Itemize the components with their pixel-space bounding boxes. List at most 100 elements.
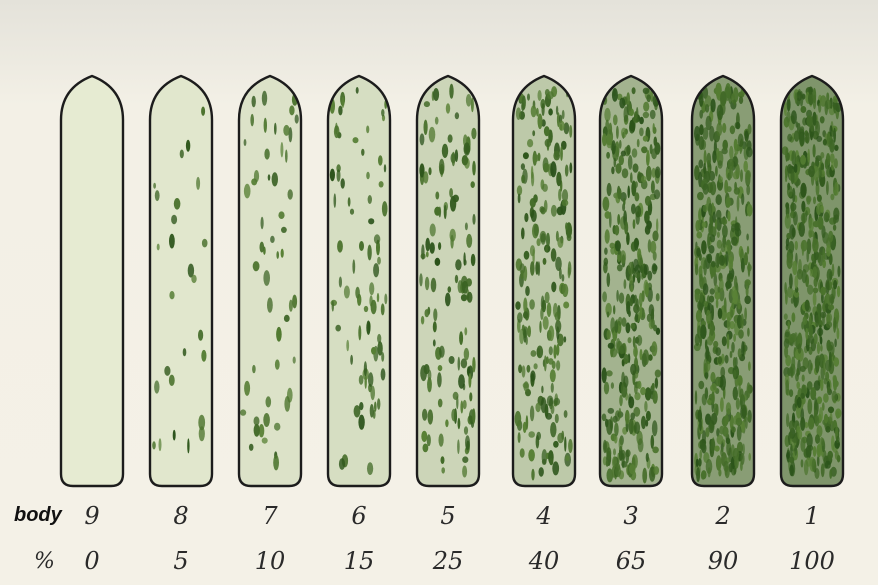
lesion-spot [617, 214, 620, 225]
lesion-spot [562, 284, 568, 297]
lesion-spot [832, 391, 838, 403]
lesion-spot [826, 92, 829, 101]
lesion-spot [426, 251, 429, 257]
lesion-spot [617, 264, 623, 271]
lesion-spot [371, 347, 376, 355]
lesion-spot [540, 308, 543, 320]
lesion-spot [171, 215, 177, 224]
body-score-3: 3 [591, 502, 671, 530]
lesion-spot [433, 88, 439, 101]
lesion-spot [472, 214, 475, 225]
lesion-spot [467, 292, 473, 303]
lesion-spot [366, 125, 369, 133]
lesion-spot [626, 301, 630, 314]
lesion-spot [557, 207, 564, 216]
lesion-spot [806, 115, 812, 127]
lesion-spot [270, 236, 275, 243]
lesion-spot [746, 234, 749, 241]
lesion-spot [621, 128, 627, 138]
lesion-spot [602, 414, 607, 422]
lesion-spot [626, 322, 631, 333]
lesion-spot [717, 105, 724, 121]
lesion-spot [807, 381, 813, 390]
lesion-spot [628, 155, 633, 170]
lesion-spot [550, 161, 556, 177]
lesion-spot [273, 455, 279, 471]
lesion-spot [526, 415, 529, 429]
lesion-spot [787, 164, 792, 174]
lesion-spot [366, 172, 370, 179]
lesion-spot [547, 302, 552, 317]
percent-value-15: 15 [319, 547, 399, 575]
lesion-spot [617, 188, 621, 200]
lesion-spot [274, 123, 277, 135]
lesion-spot [803, 316, 808, 325]
lesion-spot [799, 131, 805, 147]
lesion-spot [629, 275, 633, 285]
lesion-spot [651, 341, 657, 356]
lesion-spot [554, 398, 561, 406]
lesion-spot [745, 279, 751, 286]
lesion-spot [438, 365, 443, 371]
lesion-spot [800, 393, 804, 399]
leaf-row [0, 0, 878, 500]
lesion-spot [284, 315, 290, 322]
lesion-spot [643, 312, 646, 318]
lesion-spot [700, 325, 706, 340]
lesion-spot [334, 193, 337, 207]
lesion-spot [381, 109, 384, 117]
lesion-spot [738, 134, 744, 147]
lesion-spot [737, 196, 740, 212]
lesion-spot [164, 366, 170, 376]
lesion-spot [794, 275, 798, 289]
lesion-spot [808, 166, 815, 178]
lesion-spot [731, 342, 735, 353]
lesion-spot [437, 372, 442, 387]
lesion-spot [701, 240, 707, 254]
lesion-spot [820, 116, 825, 123]
lesion-spot [523, 152, 529, 159]
lesion-spot [789, 465, 794, 476]
lesion-spot [733, 357, 736, 368]
lesion-spot [722, 123, 726, 133]
lesion-spot [802, 269, 807, 283]
lesion-spot [740, 169, 743, 182]
lesion-spot [613, 448, 616, 455]
lesion-spot [722, 427, 728, 437]
lesion-spot [820, 152, 824, 159]
lesion-spot [543, 258, 547, 265]
lesion-spot [748, 361, 751, 371]
lesion-spot [650, 144, 653, 154]
lesion-spot [633, 219, 636, 229]
lesion-spot [704, 150, 707, 166]
lesion-spot [442, 144, 448, 158]
lesion-spot [355, 287, 360, 299]
lesion-spot [531, 469, 534, 481]
lesion-spot [433, 321, 437, 332]
lesion-spot [515, 411, 522, 427]
lesion-spot [444, 205, 447, 219]
lesion-spot [646, 453, 649, 462]
lesion-spot [731, 426, 735, 432]
lesion-spot [747, 415, 750, 422]
lesion-spot [698, 209, 701, 221]
lesion-spot [716, 404, 719, 416]
lesion-spot [464, 142, 471, 155]
lesion-spot [603, 197, 610, 212]
lesion-spot [429, 127, 436, 143]
lesion-spot [822, 402, 825, 410]
lesion-spot [731, 300, 734, 310]
lesion-spot [381, 352, 384, 362]
lesion-spot [817, 396, 822, 404]
leaf-level-5 [417, 76, 479, 486]
lesion-spot [424, 120, 428, 135]
lesion-spot [607, 330, 611, 340]
lesion-spot [283, 125, 289, 136]
percent-value-40: 40 [504, 547, 584, 575]
lesion-spot [631, 323, 636, 329]
lesion-spot [654, 466, 660, 475]
lesion-spot [705, 104, 709, 113]
lesion-spot [603, 440, 607, 453]
lesion-spot [829, 294, 834, 305]
lesion-spot [696, 231, 702, 238]
